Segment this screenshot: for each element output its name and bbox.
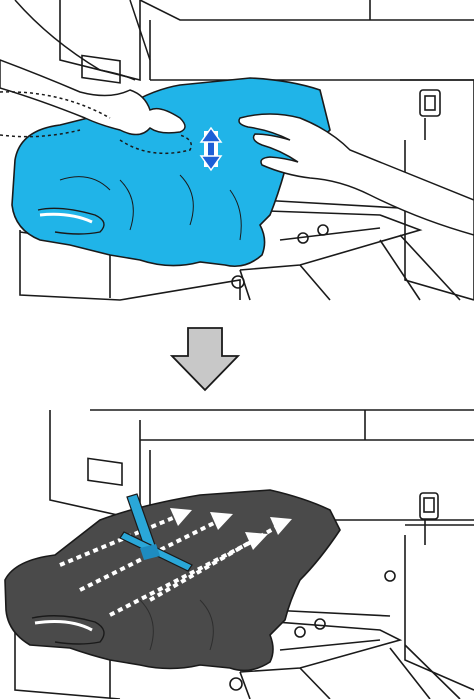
dark-tshirt xyxy=(5,490,340,670)
down-arrow-icon xyxy=(172,328,238,390)
lift-lower-arrow-icon xyxy=(201,128,221,170)
